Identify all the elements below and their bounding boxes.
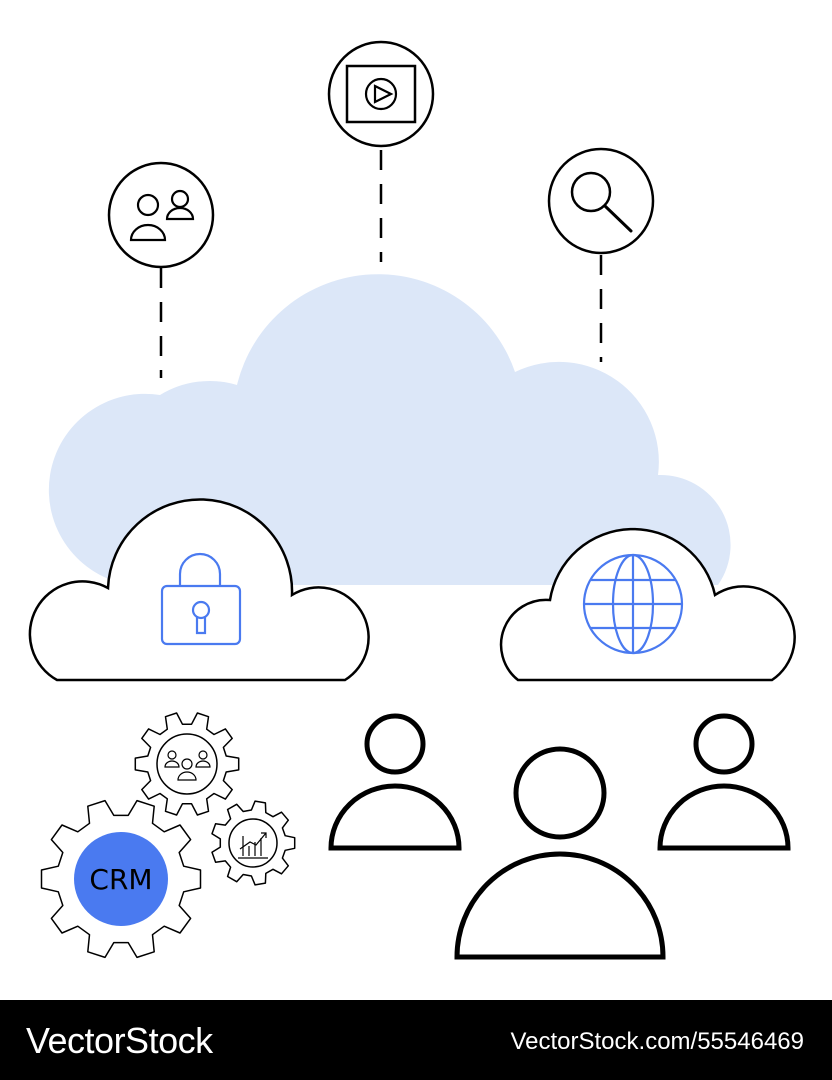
globe-icon xyxy=(582,553,684,655)
person-icon xyxy=(328,713,462,851)
lock-cloud xyxy=(28,498,370,682)
search-icon xyxy=(547,147,655,255)
growth-chart-icon xyxy=(238,832,268,859)
people-group xyxy=(328,713,791,960)
users-icon xyxy=(107,161,215,269)
globe-cloud xyxy=(499,527,796,682)
gear-cluster: CRM xyxy=(40,712,296,959)
lock-icon xyxy=(160,552,242,646)
gear-hub xyxy=(156,733,218,795)
connector-lines xyxy=(159,150,603,378)
person-icon xyxy=(657,713,791,851)
crm-badge xyxy=(74,832,168,926)
brand-logo: VectorStock xyxy=(26,1020,213,1061)
cloud-crm-illustration: CRM xyxy=(28,40,796,960)
video-play-icon xyxy=(327,40,435,148)
gear-hub xyxy=(228,818,278,868)
crm-label: CRM xyxy=(89,863,152,896)
growth-chart-gear-icon xyxy=(211,800,296,886)
gear-icon xyxy=(134,712,240,816)
person-icon xyxy=(454,746,666,960)
team-icon xyxy=(164,750,211,781)
image-id: VectorStock.com/55546469 xyxy=(510,1028,804,1055)
gear-icon xyxy=(211,800,296,886)
footer-bar: VectorStock VectorStock.com/55546469 xyxy=(0,1000,832,1080)
team-gear-icon xyxy=(134,712,240,816)
